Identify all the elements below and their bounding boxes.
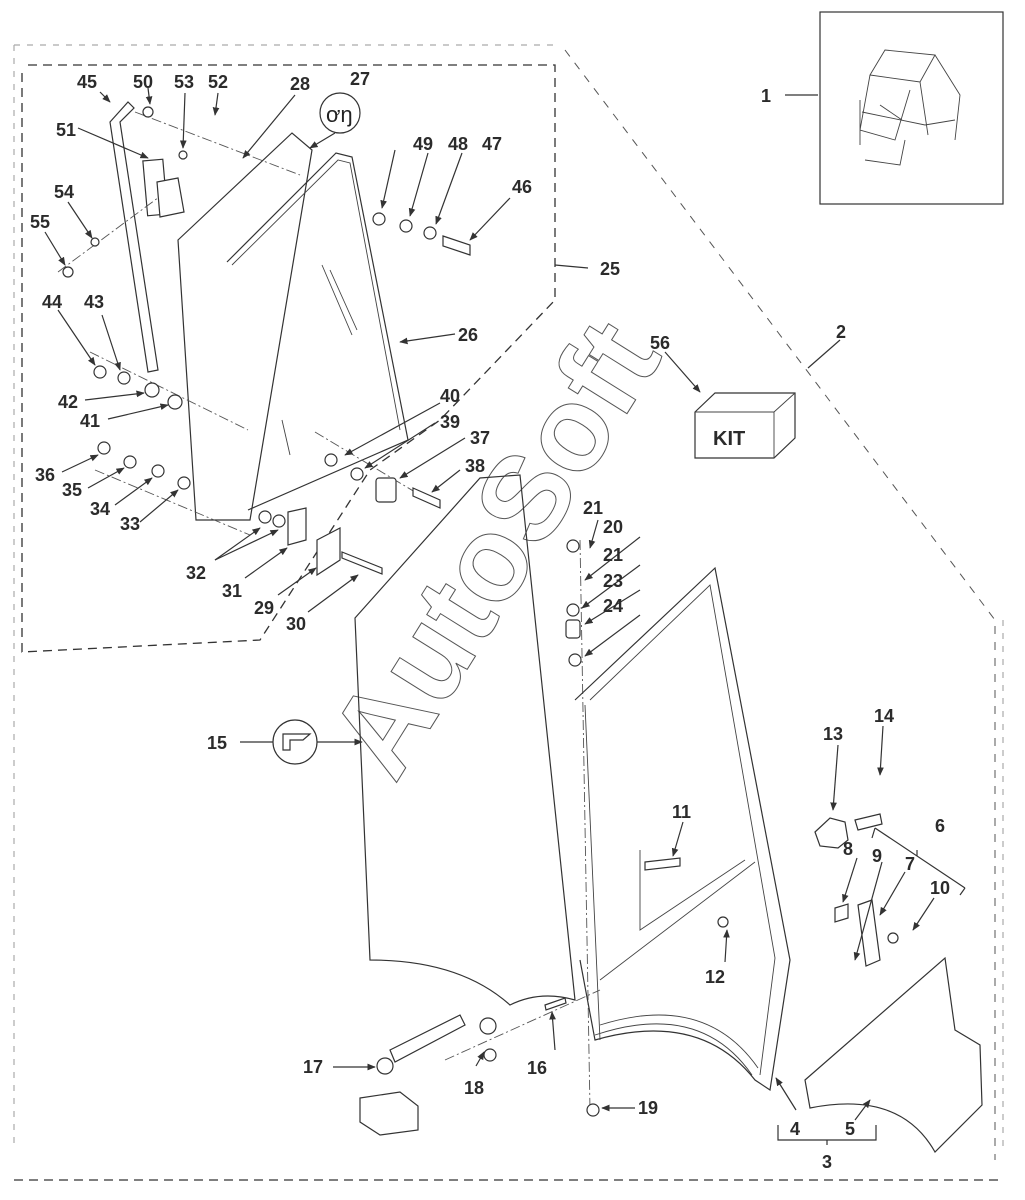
callout-34: 34	[90, 499, 110, 519]
sealant-gun-icon	[272, 719, 318, 765]
callout-6: 6	[935, 816, 945, 836]
callout-48: 48	[448, 134, 468, 154]
callout-11: 11	[672, 802, 691, 822]
callout-12: 12	[705, 967, 725, 987]
callout-29: 29	[254, 598, 274, 618]
callout-21-upper: 21	[583, 498, 603, 518]
callout-40: 40	[440, 386, 460, 406]
svg-text:ơŋ: ơŋ	[326, 102, 353, 127]
callout-18: 18	[464, 1078, 484, 1098]
leaders	[44, 87, 966, 1145]
watermark: AutoSoft	[303, 298, 685, 799]
callout-39: 39	[440, 412, 460, 432]
outer-border	[13, 44, 1004, 1148]
callout-24: 24	[603, 596, 623, 616]
callout-55: 55	[30, 212, 50, 232]
leader-56	[664, 351, 701, 393]
callout-9: 9	[872, 846, 882, 866]
gas-strut	[359, 1014, 497, 1136]
callout-17: 17	[303, 1057, 323, 1077]
callout-30: 30	[286, 614, 306, 634]
callout-36: 36	[35, 465, 55, 485]
seal-loop-icon: ơŋ	[319, 92, 361, 134]
callout-5: 5	[845, 1119, 855, 1139]
callout-41: 41	[80, 411, 100, 431]
callout-38: 38	[465, 456, 485, 476]
callout-20: 20	[603, 517, 623, 537]
callout-25: 25	[600, 259, 620, 279]
callout-13: 13	[823, 724, 843, 744]
callout-23: 23	[603, 571, 623, 591]
kit-box: KIT	[694, 392, 796, 459]
callout-19: 19	[638, 1098, 658, 1118]
callout-28: 28	[290, 74, 310, 94]
callout-42: 42	[58, 392, 78, 412]
callout-27: 27	[350, 69, 370, 89]
callout-44: 44	[42, 292, 62, 312]
upper-window-glass	[177, 132, 409, 521]
callout-26: 26	[458, 325, 478, 345]
door-frame	[574, 566, 791, 1092]
callout-54: 54	[54, 182, 74, 202]
lower-glass-panel	[804, 956, 983, 1153]
callout-8: 8	[843, 839, 853, 859]
callout-1: 1	[761, 86, 771, 106]
callout-21-lower: 21	[603, 545, 623, 565]
latch-assembly	[544, 539, 899, 1011]
callout-53: 53	[174, 72, 194, 92]
callout-4: 4	[790, 1119, 800, 1139]
callout-45: 45	[77, 72, 97, 92]
callout-2: 2	[836, 322, 846, 342]
callout-52: 52	[208, 72, 228, 92]
group-25-boundary	[21, 64, 556, 653]
callout-47: 47	[482, 134, 502, 154]
callout-32: 32	[186, 563, 206, 583]
latch-rod	[109, 101, 169, 373]
axis-upper	[57, 111, 601, 1111]
callout-49: 49	[413, 134, 433, 154]
cab-frame-thumbnail	[819, 11, 1004, 205]
door-glass	[354, 474, 576, 1006]
callout-50: 50	[133, 72, 153, 92]
callout-56: 56	[650, 333, 670, 353]
callout-31: 31	[222, 581, 242, 601]
kit-label: KIT	[713, 428, 745, 450]
callout-46: 46	[512, 177, 532, 197]
callout-15: 15	[207, 733, 227, 753]
callout-14: 14	[874, 706, 894, 726]
group-2-boundary	[564, 49, 996, 1160]
callout-16: 16	[527, 1058, 547, 1078]
callout-35: 35	[62, 480, 82, 500]
callout-43: 43	[84, 292, 104, 312]
callout-10: 10	[930, 878, 950, 898]
callout-51: 51	[56, 120, 76, 140]
callout-labels: 1 2 3 4 5 6 7 8 9 10 11 12 13 14 15 16 1…	[30, 69, 950, 1172]
callout-33: 33	[120, 514, 140, 534]
hardware	[62, 106, 471, 577]
callout-3: 3	[822, 1152, 832, 1172]
callout-7: 7	[905, 854, 915, 874]
nut-19	[586, 1103, 600, 1117]
callout-37: 37	[470, 428, 490, 448]
